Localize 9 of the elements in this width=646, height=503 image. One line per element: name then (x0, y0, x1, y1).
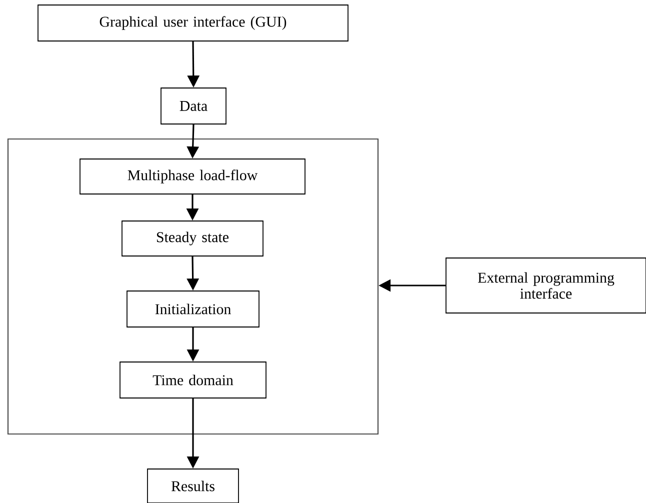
container-box (7, 138, 379, 435)
process-box: Initialization (126, 290, 260, 328)
process-box: External programming interface (446, 258, 646, 314)
process-box: Multiphase load-flow (80, 158, 306, 194)
process-box: Time domain (120, 362, 266, 398)
process-box: Results (147, 468, 239, 503)
process-box: Graphical user interface (GUI) (38, 4, 348, 42)
process-box: Data (160, 88, 226, 124)
process-box: Steady state (122, 220, 264, 256)
